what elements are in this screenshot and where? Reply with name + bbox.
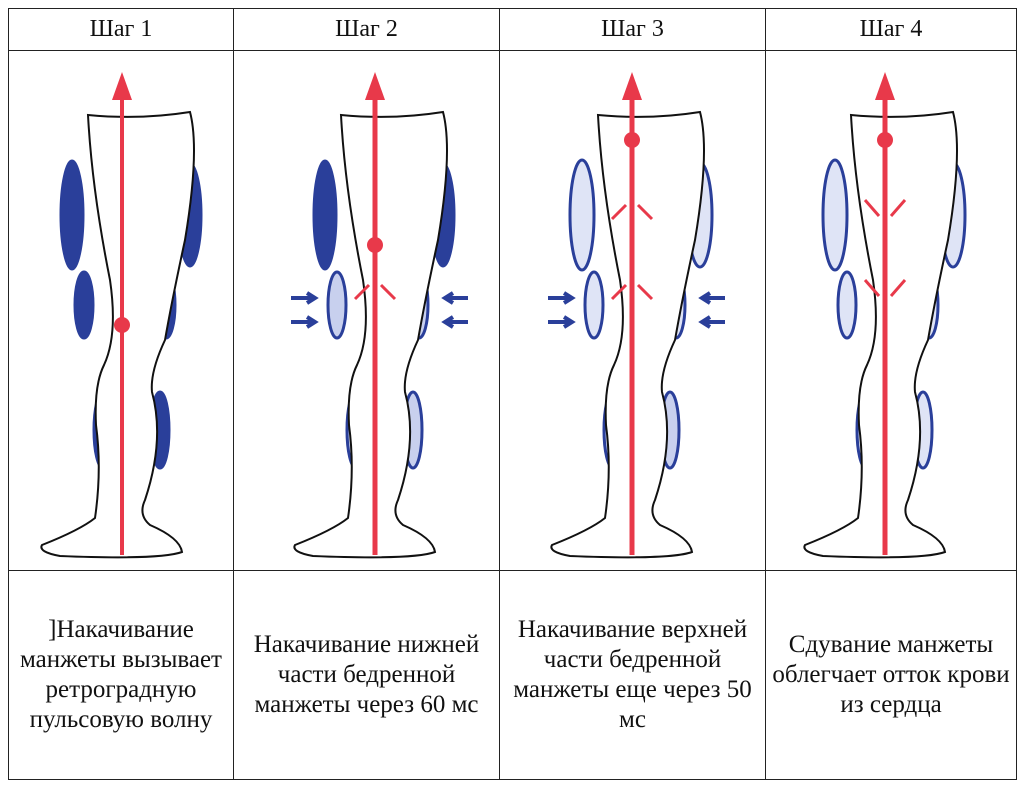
step-3-description: Накачивание верхней части бедренной манж… xyxy=(499,570,766,780)
steps-table: Шаг 1 Шаг 2 Шаг 3 Шаг 4 ]Накачивание ман… xyxy=(8,8,1017,780)
step-4-description: Сдувание манжеты облегчает отток крови и… xyxy=(765,570,1017,780)
step-2-description: Накачивание нижней части бедренной манже… xyxy=(233,570,500,780)
step-4-illustration xyxy=(765,50,1017,571)
step-4-header: Шаг 4 xyxy=(765,8,1017,51)
step-1-illustration xyxy=(8,50,234,571)
step-2-header: Шаг 2 xyxy=(233,8,500,51)
step-1-header: Шаг 1 xyxy=(8,8,234,51)
step-3-header: Шаг 3 xyxy=(499,8,766,51)
step-1-description: ]Накачивание манжеты вызывает ретроградн… xyxy=(8,570,234,780)
step-2-illustration xyxy=(233,50,500,571)
step-3-illustration xyxy=(499,50,766,571)
